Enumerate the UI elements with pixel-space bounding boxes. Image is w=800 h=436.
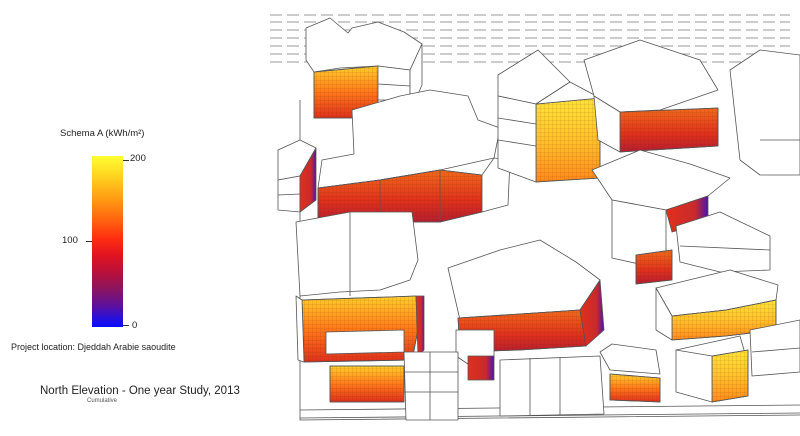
building-left-bottom (295, 211, 425, 403)
building-center-bottom (403, 239, 661, 421)
building-bottom-right (655, 269, 800, 403)
building-small-left (277, 139, 317, 213)
footer-title: North Elevation - One year Study, 2013 (40, 385, 240, 397)
footer-subtitle: Cumulative (87, 398, 118, 404)
building-center-left (317, 89, 511, 223)
building-top-center (497, 49, 601, 183)
legend-title: Schema A (kWh/m²) (60, 128, 145, 139)
tick-mid-label: 100 (62, 235, 78, 246)
colorbar (92, 156, 123, 327)
tick-max-line (123, 160, 129, 161)
legend-panel: Schema A (kWh/m²) 200 100 0 Project loca… (0, 0, 260, 436)
building-top-left (305, 17, 423, 119)
tick-max-label: 200 (130, 153, 146, 164)
building-right-middle (591, 149, 771, 285)
project-location: Project location: Djeddah Arabie saoudit… (11, 342, 176, 352)
tick-min-label: 0 (132, 320, 138, 331)
tick-mid-line (86, 241, 92, 242)
building-top-right (583, 39, 800, 176)
tick-min-line (123, 325, 129, 326)
